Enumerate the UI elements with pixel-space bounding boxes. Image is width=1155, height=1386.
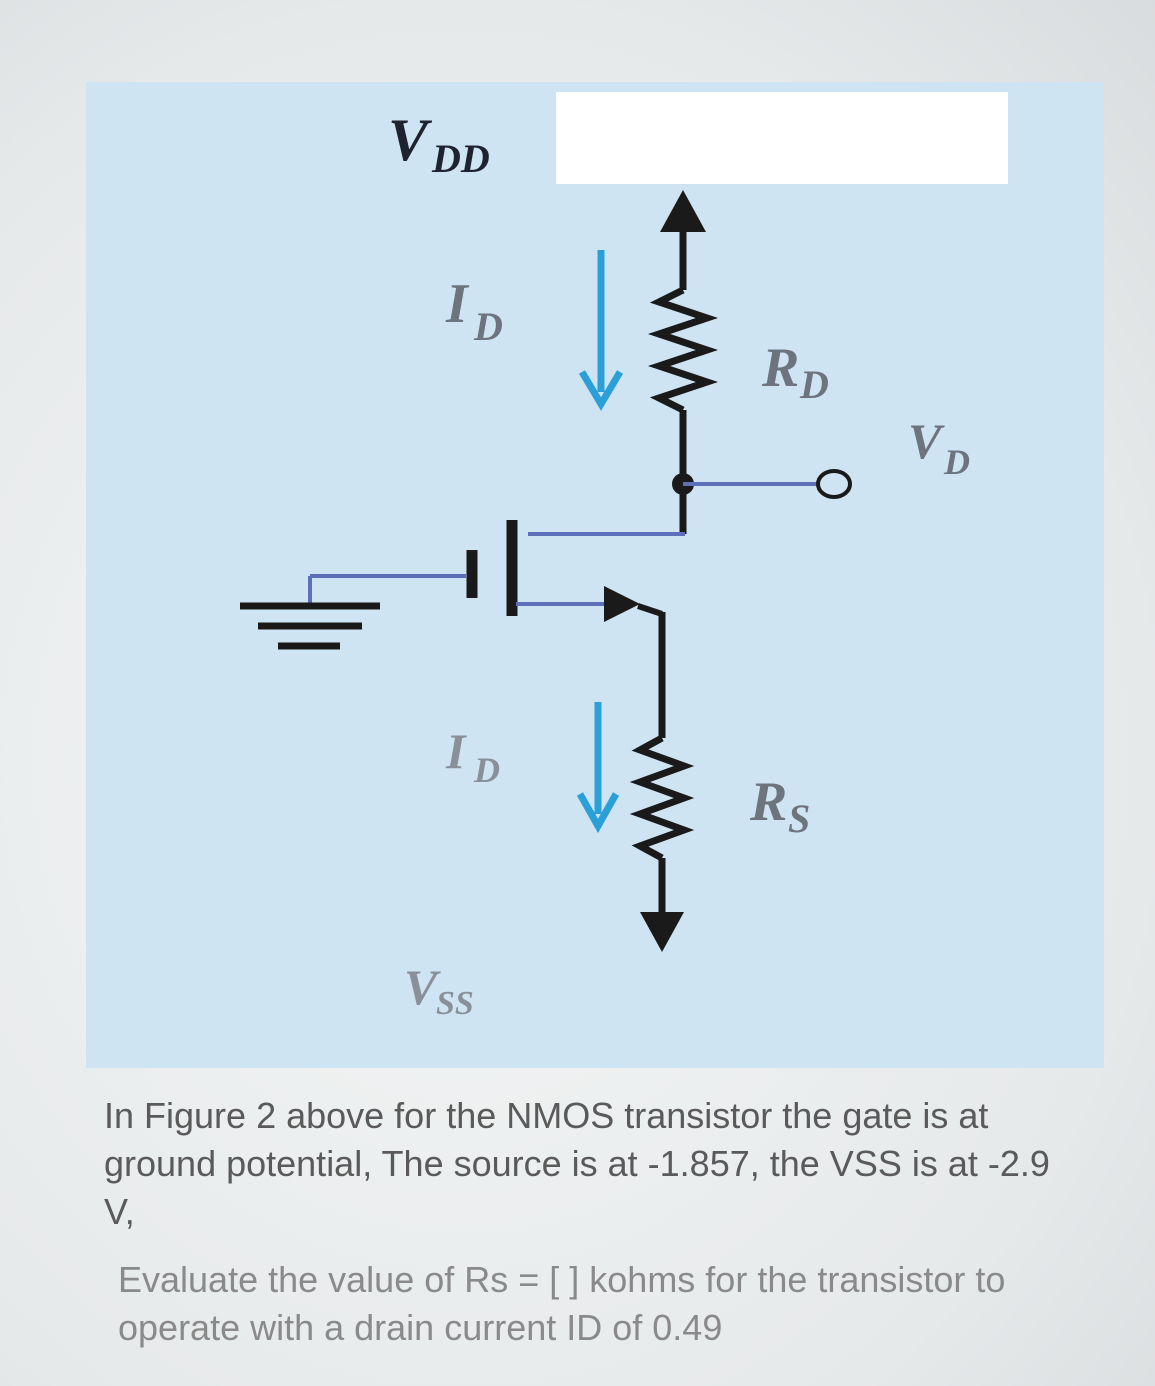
- id-top-subscript: D: [473, 304, 503, 349]
- vdd-label: V: [388, 107, 433, 173]
- question-text: In Figure 2 above for the NMOS transisto…: [104, 1092, 1064, 1352]
- vd-subscript: D: [943, 442, 970, 482]
- rd-resistor: [647, 286, 719, 414]
- figure-2-background: [86, 82, 1104, 1068]
- vss-label: V: [404, 959, 441, 1015]
- vdd-subscript: DD: [431, 136, 490, 181]
- source-wire-right: [637, 603, 663, 617]
- vd-label: V: [908, 413, 945, 469]
- rd-label: R: [761, 337, 799, 399]
- rs-resistor: [629, 734, 695, 862]
- source-arrow: [604, 586, 640, 622]
- id-bottom-subscript: D: [473, 750, 500, 790]
- id-top-label: I: [445, 273, 470, 335]
- question-prompt: Evaluate the value of Rs = [ ] kohms for…: [118, 1259, 1006, 1348]
- id-bottom-arrow-head: [576, 792, 620, 834]
- vss-subscript: SS: [436, 985, 474, 1022]
- vdd-supply-arrow: [660, 190, 706, 232]
- vss-supply-arrow: [640, 912, 684, 952]
- id-top-arrow-head: [578, 370, 624, 411]
- rs-label: R: [749, 771, 787, 833]
- rd-subscript: D: [799, 362, 829, 407]
- id-bottom-label: I: [445, 723, 467, 779]
- rs-subscript: S: [788, 796, 810, 841]
- redacted-box: [556, 92, 1008, 184]
- question-given-values: In Figure 2 above for the NMOS transisto…: [104, 1095, 1050, 1232]
- vd-output-terminal: [816, 469, 852, 499]
